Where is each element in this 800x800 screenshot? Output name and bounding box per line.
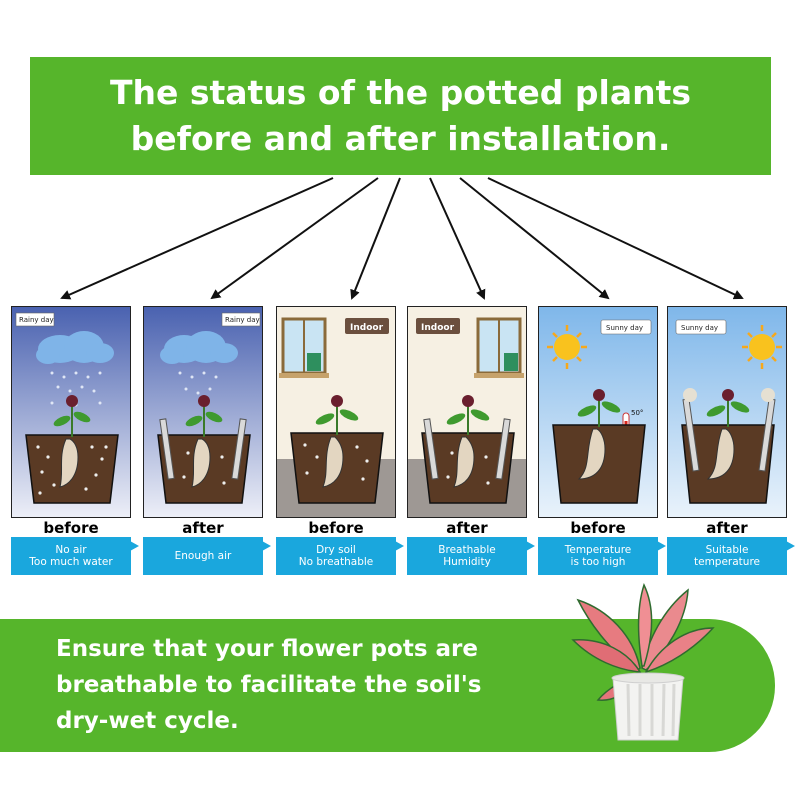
pot-icon bbox=[157, 418, 251, 504]
scene-tag: Indoor bbox=[421, 323, 455, 333]
potted-plant-image bbox=[571, 582, 715, 741]
cloud-icon bbox=[36, 331, 114, 364]
caption-bubble: Dry soil No breathable bbox=[276, 537, 404, 575]
footer-line-1: Ensure that your flower pots are bbox=[56, 636, 478, 662]
caption-line: Suitable bbox=[705, 544, 749, 556]
pot-icon bbox=[421, 418, 515, 504]
panel-rainy-after: Rainy day bbox=[143, 306, 263, 518]
status-label: before bbox=[43, 519, 99, 537]
header-banner: The status of the potted plants before a… bbox=[30, 57, 771, 175]
caption-bubble: Enough air bbox=[143, 537, 271, 575]
sun-icon bbox=[547, 325, 587, 369]
scene-tag: Sunny day bbox=[606, 324, 643, 332]
pot-icon bbox=[290, 432, 384, 504]
pot-icon bbox=[25, 434, 119, 504]
panel-rainy-before: Rainy day bbox=[11, 306, 131, 518]
pot-icon bbox=[552, 424, 646, 504]
caption-bubble: Breathable Humidity bbox=[407, 537, 535, 575]
panel-sunny-after: Sunny day bbox=[667, 306, 787, 518]
caption-bubble: Suitable temperature bbox=[667, 537, 795, 575]
arrow-4 bbox=[429, 177, 486, 300]
panel-indoor-before: Indoor bbox=[276, 306, 396, 518]
arrow-5 bbox=[459, 177, 610, 300]
caption-line: temperature bbox=[694, 556, 760, 568]
scene-tag: Sunny day bbox=[681, 324, 718, 332]
scene-tag: Rainy day bbox=[19, 316, 54, 324]
caption-line: is too high bbox=[570, 556, 626, 568]
pointer-arrows bbox=[60, 177, 744, 300]
caption-line: No air bbox=[55, 544, 87, 556]
status-label: after bbox=[446, 519, 488, 537]
status-label: after bbox=[182, 519, 224, 537]
thermometer-label: 50° bbox=[631, 409, 643, 417]
plant-icon bbox=[706, 389, 750, 427]
pot-icon bbox=[681, 388, 776, 504]
plant-icon bbox=[53, 395, 91, 437]
plant-icon bbox=[185, 395, 223, 437]
caption-bubble: Temperature is too high bbox=[538, 537, 666, 575]
caption-line: Enough air bbox=[174, 550, 232, 562]
arrow-3 bbox=[350, 177, 401, 300]
footer-line-2: breathable to facilitate the soil's bbox=[56, 672, 482, 698]
cloud-icon bbox=[160, 331, 238, 364]
footer-message: Ensure that your flower pots are breatha… bbox=[56, 631, 481, 739]
caption-bubble: No air Too much water bbox=[11, 537, 139, 575]
white-pot-icon bbox=[611, 672, 685, 741]
panel-sunny-before: Sunny day 50° bbox=[538, 306, 658, 518]
title-line-1: The status of the potted plants bbox=[109, 73, 692, 112]
status-label: after bbox=[706, 519, 748, 537]
arrow-2 bbox=[210, 177, 379, 300]
window-icon bbox=[474, 317, 524, 378]
arrow-1 bbox=[60, 177, 334, 300]
plant-icon bbox=[577, 389, 621, 427]
plant-icon bbox=[446, 395, 490, 435]
sun-icon bbox=[742, 325, 782, 369]
caption-line: No breathable bbox=[298, 556, 374, 568]
scene-tag: Indoor bbox=[350, 323, 384, 333]
scene-tag: Rainy day bbox=[225, 316, 260, 324]
footer-line-3: dry-wet cycle. bbox=[56, 708, 239, 734]
caption-line: Humidity bbox=[443, 556, 491, 568]
status-label: before bbox=[308, 519, 364, 537]
title-line-2: before and after installation. bbox=[130, 119, 671, 158]
status-label: before bbox=[570, 519, 626, 537]
panel-indoor-after: Indoor bbox=[407, 306, 527, 518]
arrow-6 bbox=[487, 177, 744, 300]
caption-line: Temperature bbox=[564, 544, 632, 556]
plant-icon bbox=[315, 395, 359, 435]
window-icon bbox=[279, 317, 329, 378]
caption-line: Breathable bbox=[438, 544, 496, 556]
caption-line: Dry soil bbox=[316, 544, 356, 556]
caption-line: Too much water bbox=[29, 556, 113, 568]
page-title: The status of the potted plants before a… bbox=[110, 70, 691, 162]
